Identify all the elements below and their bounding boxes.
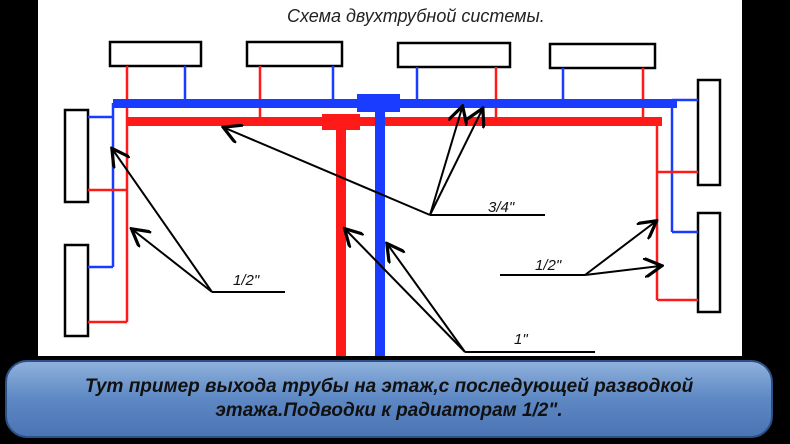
label-riser-size: 1" bbox=[514, 331, 528, 348]
radiators bbox=[63, 40, 722, 338]
return-tee bbox=[357, 94, 400, 112]
caption-line-2: этажа.Подводки к радиаторам 1/2". bbox=[215, 400, 563, 421]
label-left-branch-size: 1/2" bbox=[233, 272, 260, 289]
radiator-top-3 bbox=[396, 41, 512, 69]
radiator-right-1 bbox=[696, 78, 722, 187]
supply-main-pipe bbox=[127, 117, 662, 126]
radiator-left-2 bbox=[63, 243, 90, 338]
radiator-right-2 bbox=[696, 211, 722, 314]
supply-riser bbox=[336, 121, 346, 356]
return-connections bbox=[88, 66, 698, 269]
caption-box: Тут пример выхода трубы на этаж,с послед… bbox=[5, 360, 773, 438]
radiator-top-4 bbox=[548, 42, 657, 70]
diagram-title: Схема двухтрубной системы. bbox=[287, 6, 545, 26]
radiator-left-1 bbox=[63, 108, 90, 204]
supply-tee bbox=[322, 114, 360, 130]
radiator-top-2 bbox=[245, 40, 344, 68]
caption-line-1: Тут пример выхода трубы на этаж,с послед… bbox=[84, 376, 694, 397]
radiator-top-1 bbox=[108, 40, 203, 68]
return-riser bbox=[375, 103, 385, 356]
leader-lines bbox=[113, 108, 660, 353]
label-right-branch-size: 1/2" bbox=[535, 257, 562, 274]
label-main-size: 3/4" bbox=[488, 199, 515, 216]
